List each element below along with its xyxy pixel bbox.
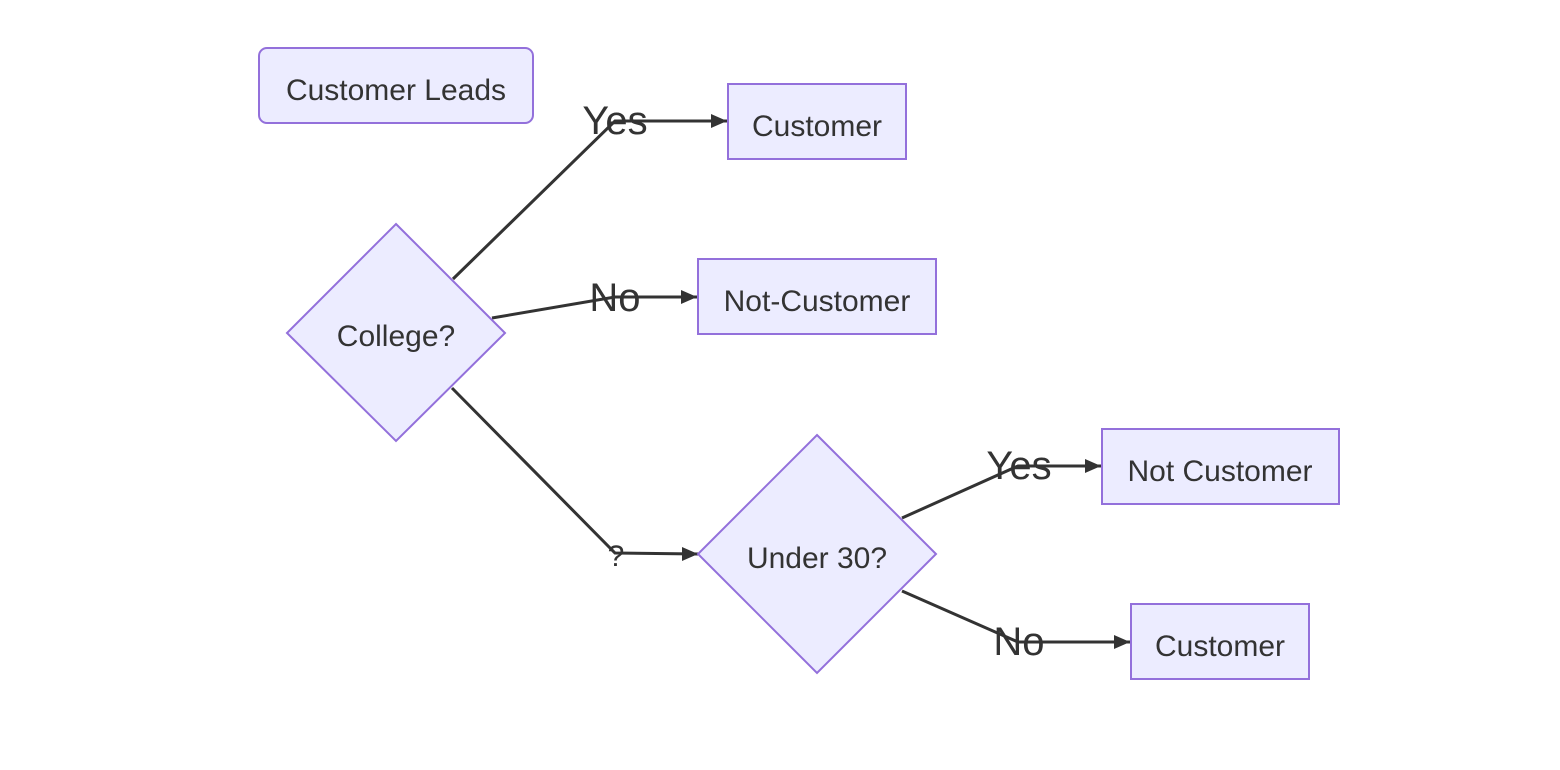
edges [450,114,1130,649]
node-customer-bottom-label: Customer [1155,630,1285,663]
node-customer-top[interactable]: Customer [727,83,907,160]
edge-college-q [450,386,699,556]
node-under-30-decision[interactable]: Under 30? [696,433,938,675]
node-not-customer[interactable]: Not Customer [1101,428,1340,505]
node-college-label: College? [337,320,455,353]
node-customer-leads-label: Customer Leads [286,74,506,107]
node-customer-leads[interactable]: Customer Leads [258,47,534,124]
edge-college-yes [451,119,727,281]
node-not-customer-hyphen-label: Not-Customer [724,285,911,318]
node-customer-bottom[interactable]: Customer [1130,603,1310,680]
node-under-30-label: Under 30? [747,542,887,575]
edge-college-no [491,295,697,320]
edge-label-college-q: ? [608,540,625,573]
edge-under30-yes-arrowhead [1085,459,1101,473]
edge-college-yes-arrowhead [711,114,727,128]
edge-labels: Yes No ? Yes No [582,99,1051,664]
edge-label-under30-yes: Yes [986,444,1051,488]
node-customer-top-label: Customer [752,110,882,143]
edge-under30-no-arrowhead [1114,635,1130,649]
nodes: Customer Leads College? Customer Not-Cus… [258,47,1340,680]
node-not-customer-label: Not Customer [1127,455,1312,488]
edge-label-under30-no: No [993,620,1044,664]
edge-label-college-yes: Yes [582,99,647,143]
edge-under30-no [901,589,1130,644]
edge-college-q-arrowhead [682,547,698,561]
edge-college-no-arrowhead [681,290,697,304]
node-college-decision[interactable]: College? [285,222,507,443]
node-not-customer-hyphen[interactable]: Not-Customer [697,258,937,335]
edge-under30-yes [901,464,1101,520]
edge-label-college-no: No [589,276,640,320]
